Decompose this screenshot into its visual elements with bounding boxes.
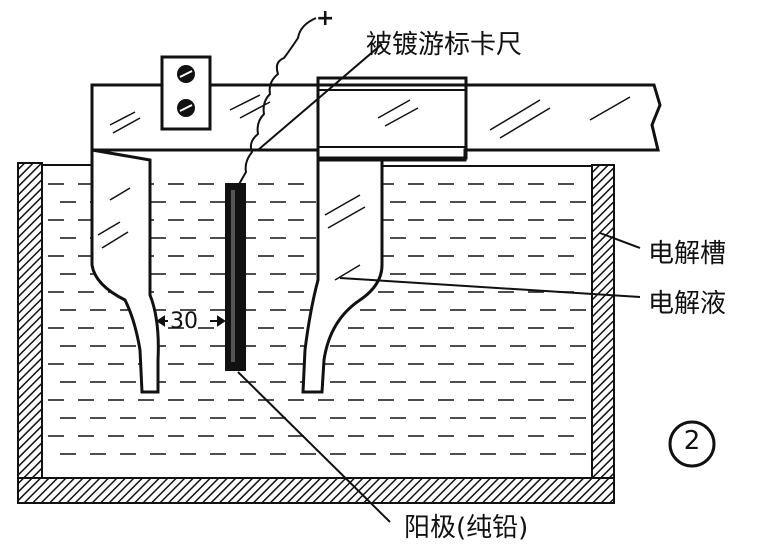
dimension-label: 30 [170, 309, 198, 334]
leader-lines [237, 43, 641, 523]
figure-number: 2 [683, 426, 701, 456]
anode-label: 阳极(纯铅) [404, 513, 529, 543]
clamp [160, 55, 212, 131]
caliper-beam [90, 76, 662, 162]
anode-wire [237, 17, 317, 187]
fixed-jaw [90, 148, 160, 394]
tank-label: 电解槽 [648, 239, 727, 269]
dimension-marker [156, 315, 226, 327]
tank-bottom-wall [17, 477, 615, 504]
electrolytic-tank [17, 162, 615, 504]
caliper-label: 被镀游标卡尺 [366, 30, 523, 60]
sliding-jaw-frame [316, 76, 468, 160]
lead-anode [225, 183, 246, 371]
sliding-jaw [301, 158, 384, 394]
electrolyte-label: 电解液 [648, 289, 727, 319]
figure-number-circle [668, 420, 716, 468]
tank-right-wall [591, 164, 615, 504]
positive-terminal-label: + [316, 6, 335, 31]
tank-left-wall [17, 162, 43, 504]
